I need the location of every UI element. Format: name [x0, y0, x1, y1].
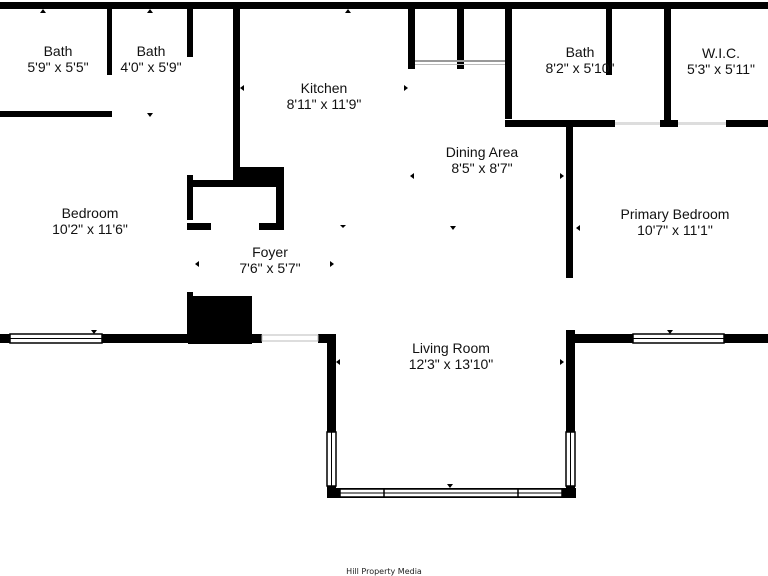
wall-bedroom-bottom	[0, 334, 262, 343]
room-dimensions: 10'7" x 11'1"	[637, 222, 713, 238]
dimension-ticks	[40, 9, 673, 488]
room-label-wic: W.I.C. 5'3" x 5'11"	[687, 45, 755, 77]
room-name: Bath	[43, 43, 73, 59]
wall-top	[0, 2, 768, 9]
wall-bath1-bottom	[0, 111, 112, 117]
room-name: Bath	[136, 43, 166, 59]
room-name: Dining Area	[445, 144, 519, 160]
watermark-credit: Hill Property Media	[346, 567, 422, 576]
room-label-dining-area: Dining Area 8'5" x 8'7"	[446, 144, 518, 176]
room-label-foyer: Foyer 7'6" x 5'7"	[239, 244, 300, 276]
room-dimensions: 12'3" x 13'10"	[408, 356, 494, 372]
room-label-bedroom: Bedroom 10'2" x 11'6"	[52, 205, 128, 237]
wall-closet-right	[276, 167, 284, 230]
wall-bath3-bottom-left	[505, 120, 615, 127]
wall-stub-1	[408, 9, 415, 69]
room-name: Kitchen	[300, 80, 348, 96]
wall-closet-bottom-left	[187, 223, 211, 230]
room-label-kitchen: Kitchen 8'11" x 11'9"	[287, 80, 362, 112]
room-label-primary-bedroom: Primary Bedroom 10'7" x 11'1"	[621, 206, 730, 238]
room-dimensions: 8'2" x 5'10"	[545, 60, 615, 76]
room-label-bath-2: Bath 4'0" x 5'9"	[120, 43, 181, 75]
room-name: Living Room	[412, 340, 490, 356]
room-name: Primary Bedroom	[620, 206, 730, 222]
room-dimensions: 4'0" x 5'9"	[120, 59, 182, 75]
room-name: Foyer	[252, 244, 288, 260]
room-name: W.I.C.	[701, 45, 741, 61]
room-label-bath-1: Bath 5'9" x 5'5"	[27, 43, 88, 75]
wall-bath1-right	[107, 9, 112, 75]
wall-bath3-bottom-mid	[660, 120, 678, 127]
room-dimensions: 5'3" x 5'11"	[687, 61, 755, 77]
wall-stub-3	[505, 9, 512, 119]
wall-kitchen-left	[233, 9, 240, 182]
room-dimensions: 8'11" x 11'9"	[286, 96, 362, 112]
wall-living-right	[566, 330, 575, 498]
wall-bath3-right	[606, 9, 612, 75]
wall-stub-2	[457, 9, 464, 69]
room-dimensions: 7'6" x 5'7"	[239, 260, 301, 276]
room-dimensions: 8'5" x 8'7"	[451, 160, 513, 176]
wall-wic-bottom	[726, 120, 768, 127]
wall-wic-left	[664, 9, 671, 122]
wall-closet-top	[187, 180, 284, 187]
wall-bath2-right	[187, 9, 193, 57]
cabinet-line	[415, 60, 505, 62]
wall-living-left	[327, 334, 336, 498]
door-line-bath3	[615, 122, 660, 125]
wall-primary-left	[566, 120, 573, 278]
room-name: Bath	[565, 44, 595, 60]
room-label-bath-3: Bath 8'2" x 5'10"	[546, 44, 615, 76]
room-dimensions: 5'9" x 5'5"	[27, 59, 89, 75]
door-line-wic	[678, 122, 726, 125]
wall-closet-bottom-right	[259, 223, 284, 230]
room-label-living-room: Living Room 12'3" x 13'10"	[409, 340, 494, 372]
room-dimensions: 10'2" x 11'6"	[52, 221, 128, 237]
cabinet-line-2	[415, 64, 505, 65]
room-name: Bedroom	[61, 205, 119, 221]
kitchen-block	[233, 167, 284, 183]
wall-closet-left	[187, 175, 193, 220]
wall-foyer-left	[187, 292, 193, 340]
door-foyer	[261, 334, 319, 342]
